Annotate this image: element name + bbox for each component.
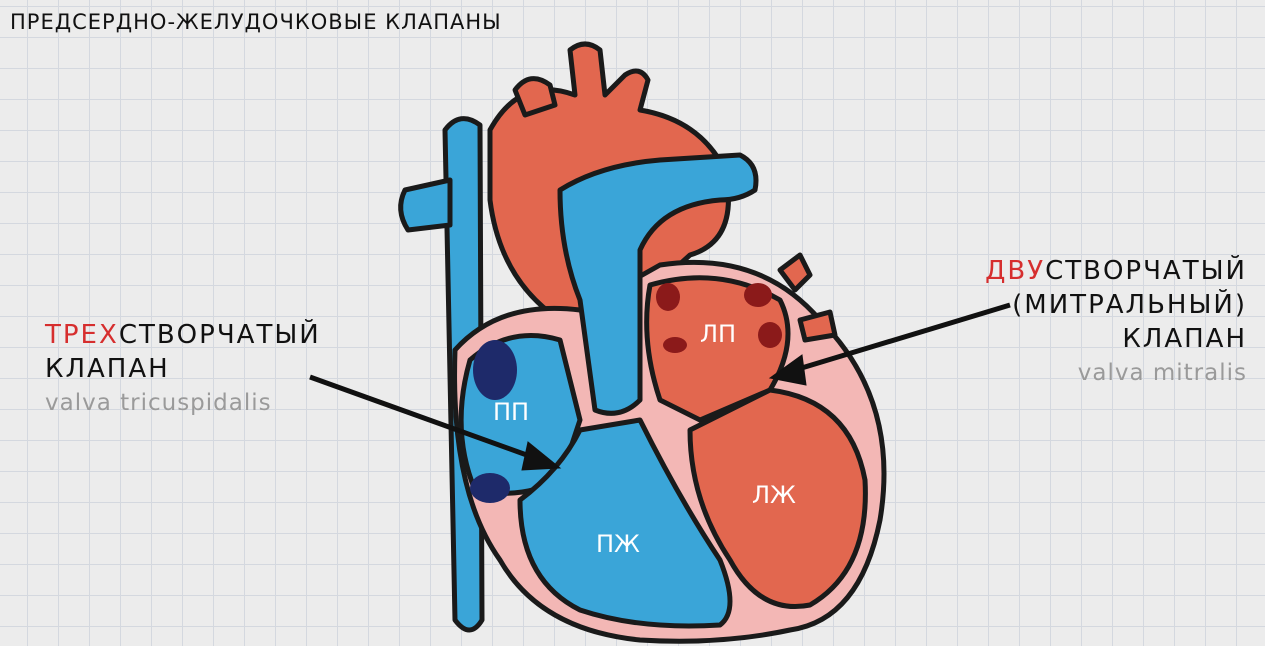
label-ra: ПП: [493, 398, 529, 426]
label-line3: клапан: [1122, 324, 1247, 354]
right-ventricle: [517, 417, 733, 629]
latin-name: valva mitralis: [1077, 360, 1247, 386]
label-lv: ЛЖ: [752, 481, 796, 509]
tricuspid-label: Трехстворчатый клапан valva tricuspidali…: [45, 318, 321, 420]
label-text: створчатый: [118, 320, 321, 350]
left-atrium: [644, 275, 791, 423]
pulmonary-vein: [777, 252, 813, 293]
label-highlight: Трех: [45, 320, 119, 350]
vena-cava-branch: [398, 177, 453, 233]
left-ventricle: [687, 387, 868, 609]
vena-opening: [473, 340, 517, 400]
latin-name: valva tricuspidalis: [45, 390, 272, 416]
mitral-label: Двустворчатый (митральный) клапан valva …: [985, 254, 1247, 390]
label-highlight: Дву: [985, 256, 1046, 286]
label-rv: ПЖ: [596, 530, 640, 558]
page-title: Предсердно-желудочковые клапаны: [10, 10, 502, 34]
label-la: ЛП: [700, 320, 736, 348]
pulmonary-trunk: [557, 152, 759, 416]
vena-opening-2: [470, 473, 510, 503]
label-line2: клапан: [45, 354, 170, 384]
pulmonary-vein-2: [797, 309, 838, 343]
label-text: створчатый: [1045, 256, 1247, 286]
aorta-branch: [512, 76, 558, 118]
vein-openings: [656, 283, 782, 353]
mitral-arrow: [794, 302, 1011, 373]
label-line2: (митральный): [1012, 290, 1247, 320]
tricuspid-arrow: [309, 374, 536, 461]
